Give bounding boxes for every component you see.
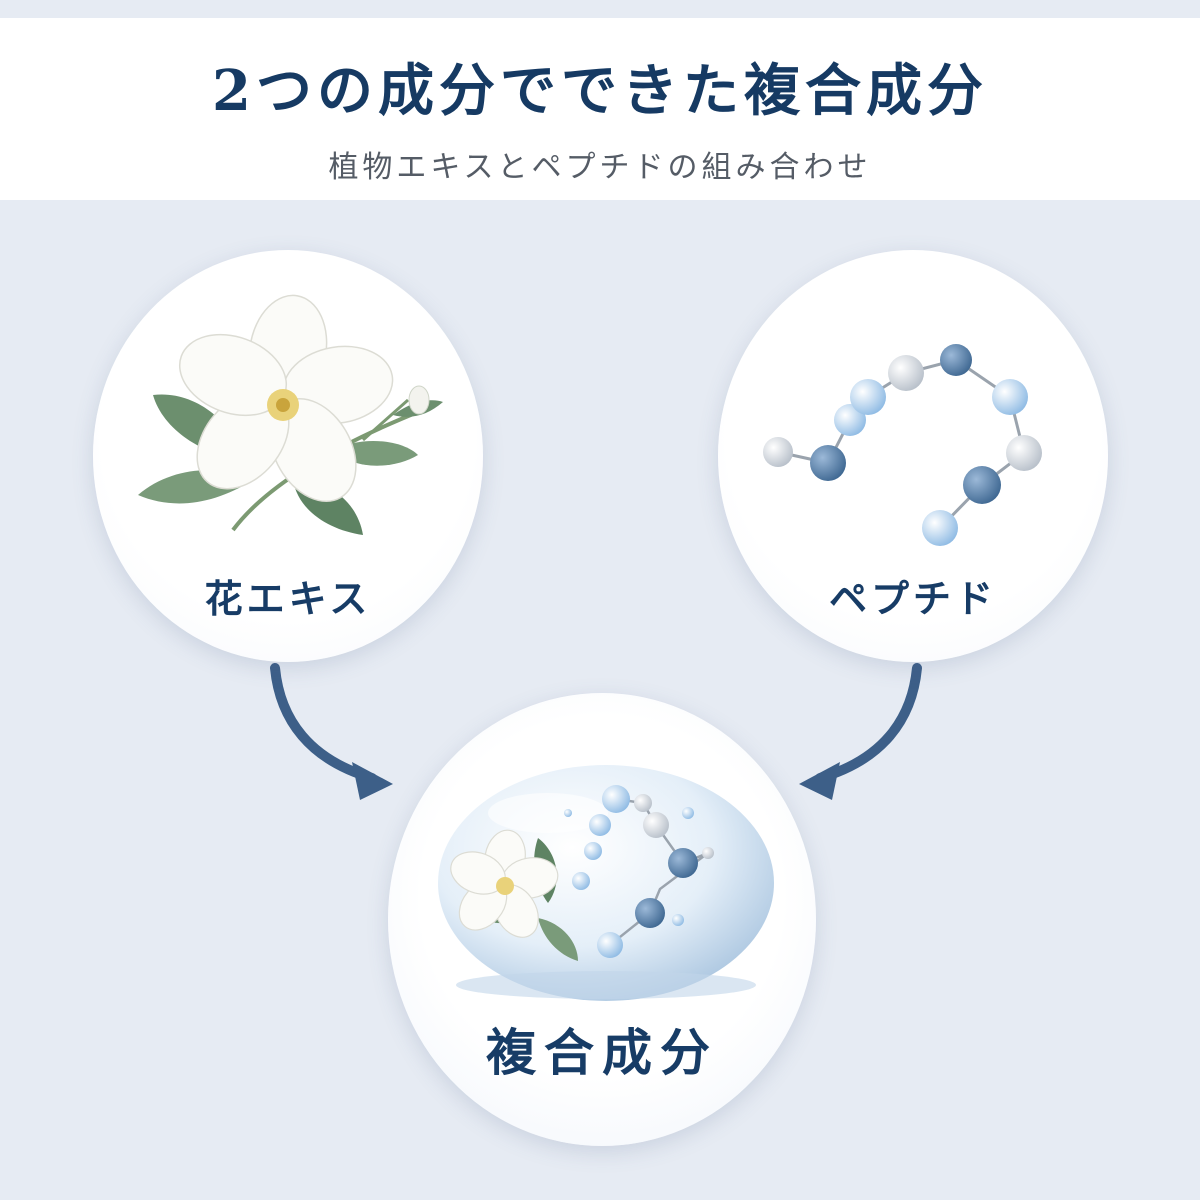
peptide-label: ペプチド: [828, 577, 997, 621]
white-flower-icon: [138, 294, 443, 535]
water-droplet-icon: [438, 765, 774, 1001]
peptide-molecule-icon: [763, 344, 1042, 546]
flower-extract-circle: 花エキス: [93, 250, 483, 662]
right-arrow: [799, 663, 922, 800]
page-title: 2つの成分でできた複合成分: [212, 58, 988, 124]
peptide-circle: ペプチド: [718, 250, 1108, 662]
page-subtitle: 植物エキスとペプチドの組み合わせ: [328, 150, 872, 185]
header: [0, 18, 1200, 200]
flower-extract-label: 花エキス: [204, 577, 372, 621]
combination-circle: 複合成分: [388, 693, 816, 1146]
left-arrow: [270, 663, 393, 800]
combination-label: 複合成分: [486, 1023, 718, 1082]
